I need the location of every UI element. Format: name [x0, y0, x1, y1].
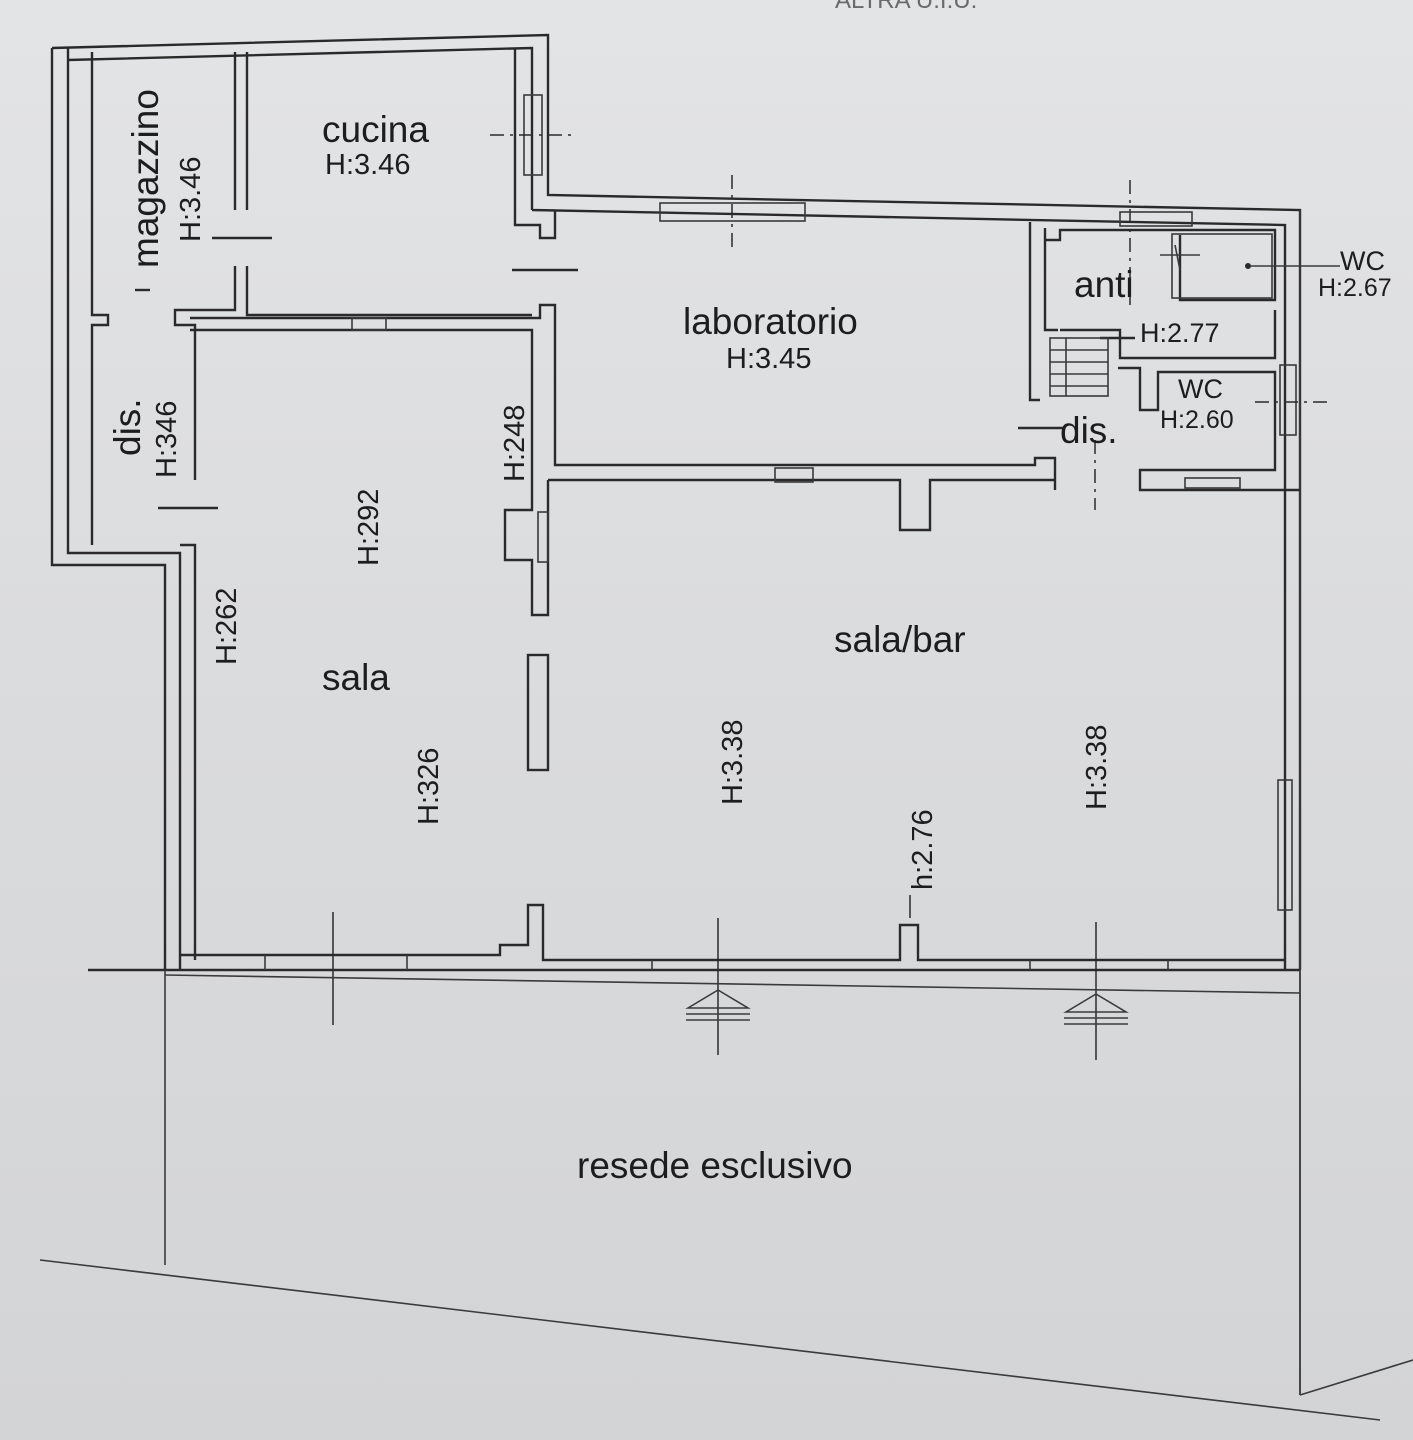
- wc1-drain-icon: [1245, 263, 1251, 269]
- resede-corner-line: [1299, 1359, 1413, 1396]
- anti-door-mark: [1160, 244, 1200, 271]
- label-laboratorio-height: H:3.45: [726, 343, 811, 375]
- outer-top-wall: [51, 33, 1302, 970]
- sala-partition-post: [526, 653, 550, 772]
- outer-left-wall: [50, 48, 182, 970]
- cucina-right-wall: [513, 48, 557, 240]
- resede-boundary: [39, 970, 1381, 1421]
- label-h338a: H:3.38: [717, 720, 749, 805]
- lab-opening: [774, 467, 814, 483]
- label-wc2-height: H:2.60: [1160, 406, 1234, 434]
- sala-left-wall: [180, 543, 197, 960]
- front-wall: [88, 903, 1300, 972]
- label-cucina: cucina: [322, 109, 429, 150]
- label-resede: resede esclusivo: [577, 1145, 853, 1186]
- entrance-marker-2: [1063, 993, 1129, 1025]
- pillar-detail: [537, 511, 549, 563]
- cucina-sala-partition: [190, 303, 1057, 490]
- anti-box: [1045, 228, 1277, 302]
- label-h326: H:326: [413, 748, 445, 825]
- salabar-right-window: [1277, 779, 1293, 911]
- label-wc2: WC: [1178, 374, 1223, 404]
- label-dis-left-height: H:346: [151, 401, 183, 478]
- label-h276: h:2.76: [907, 809, 939, 890]
- dis-right-window: [1184, 477, 1241, 489]
- partition-opening: [351, 317, 387, 331]
- sala-pillar: [503, 480, 550, 617]
- wc2-window: [1279, 364, 1297, 436]
- entrance-marker-1: [685, 989, 751, 1021]
- magazzino-right-wall: [233, 52, 249, 210]
- lab-salabar-wall: [548, 478, 1055, 532]
- wc2-walls: [1118, 366, 1300, 492]
- label-wc1: WC: [1340, 246, 1385, 276]
- services-left-wall: [1028, 222, 1058, 402]
- label-h292: H:292: [353, 489, 385, 566]
- label-sala: sala: [322, 657, 390, 698]
- label-magazzino-height: H:3.46: [175, 157, 207, 242]
- label-anti-height: H:2.77: [1140, 318, 1220, 348]
- magazzino-left-wall: [90, 52, 110, 545]
- label-cucina-height: H:3.46: [325, 149, 410, 181]
- label-h262: H:262: [211, 588, 243, 665]
- resede-top-line: [164, 974, 1301, 994]
- label-h248: H:248: [499, 405, 531, 482]
- label-wc1-height: H:2.67: [1318, 274, 1392, 302]
- label-magazzino: magazzino: [125, 89, 166, 268]
- stair-icon: [1049, 337, 1109, 397]
- label-h338b: H:3.38: [1081, 725, 1113, 810]
- top-partial-caption: ALTRA U.I.U.: [835, 0, 977, 14]
- dis-left-inner: [173, 266, 532, 480]
- label-dis-left: dis.: [107, 398, 148, 456]
- label-anti: anti: [1074, 264, 1134, 305]
- label-dis-right: dis.: [1060, 410, 1118, 451]
- laboratorio-window: [659, 202, 806, 222]
- anti-window: [1119, 211, 1193, 227]
- label-sala-bar: sala/bar: [834, 619, 966, 660]
- label-laboratorio: laboratorio: [683, 301, 858, 342]
